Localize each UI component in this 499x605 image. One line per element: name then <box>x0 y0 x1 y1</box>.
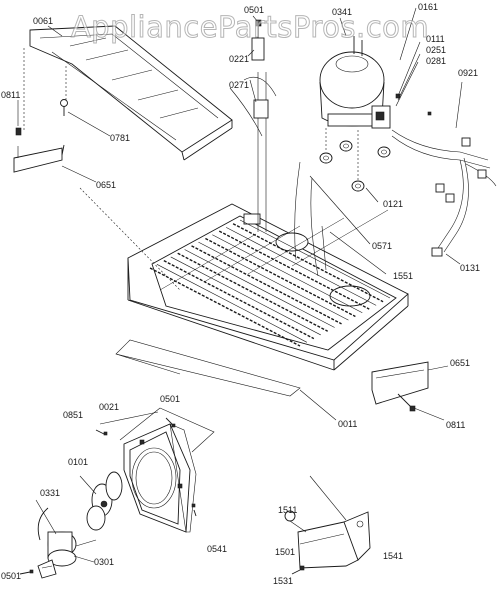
callout-0341: 0341 <box>332 7 352 17</box>
compressor-part <box>319 36 401 129</box>
leader-lines <box>17 7 463 421</box>
callout-1511: 1511 <box>278 505 297 515</box>
fan-motor-part <box>37 507 97 579</box>
callout-0851: 0851 <box>63 410 83 420</box>
callout-1531: 1531 <box>273 576 293 586</box>
grommet-parts <box>319 128 391 192</box>
callout-1551: 1551 <box>393 271 413 281</box>
callout-0301: 0301 <box>94 557 114 567</box>
callout-1501: 1501 <box>275 547 295 557</box>
callout-0501-bottom: 0501 <box>1 571 21 581</box>
callout-0921: 0921 <box>458 68 478 78</box>
callout-0811-right: 0811 <box>446 420 465 430</box>
callout-0131: 0131 <box>460 263 480 273</box>
callout-0781: 0781 <box>110 133 130 143</box>
callout-0571: 0571 <box>372 241 392 251</box>
fan-screws <box>19 417 197 575</box>
callout-1541: 1541 <box>383 551 403 561</box>
callout-0021: 0021 <box>99 402 119 412</box>
callout-0651-left: 0651 <box>96 180 116 190</box>
callout-0251: 0251 <box>426 45 446 55</box>
callout-0501-mid: 0501 <box>160 394 180 404</box>
callout-0161: 0161 <box>418 2 438 12</box>
drip-tray-part <box>29 25 233 161</box>
callout-0121: 0121 <box>383 199 403 209</box>
condenser-coil-part <box>149 209 391 347</box>
callout-0111: 0111 <box>426 34 445 44</box>
base-plate-part <box>127 203 409 371</box>
wire-harness-part <box>391 111 497 257</box>
callout-0541: 0541 <box>207 544 227 554</box>
callout-0101: 0101 <box>68 457 88 467</box>
drier-part <box>243 19 277 119</box>
mounting-bracket-part <box>284 475 371 575</box>
callout-0011: 0011 <box>338 419 357 429</box>
callout-0811-left: 0811 <box>1 90 20 100</box>
callout-0061: 0061 <box>33 16 53 26</box>
fan-blade-part <box>79 471 123 531</box>
callout-0281: 0281 <box>426 56 446 66</box>
left-bracket-part <box>13 99 68 173</box>
callout-0651-right: 0651 <box>450 358 470 368</box>
tubing-lines <box>229 72 327 277</box>
right-bracket-part <box>371 361 429 412</box>
callout-0331: 0331 <box>40 488 60 498</box>
callout-0221: 0221 <box>229 54 249 64</box>
callout-0501-top: 0501 <box>244 5 264 15</box>
watermark: AppliancePartsPros.com <box>70 10 430 45</box>
callout-labels: 0061 0501 0221 0341 0161 0111 0251 0281 … <box>1 2 480 586</box>
fan-shroud-part <box>123 423 197 533</box>
callout-0271: 0271 <box>229 80 249 90</box>
